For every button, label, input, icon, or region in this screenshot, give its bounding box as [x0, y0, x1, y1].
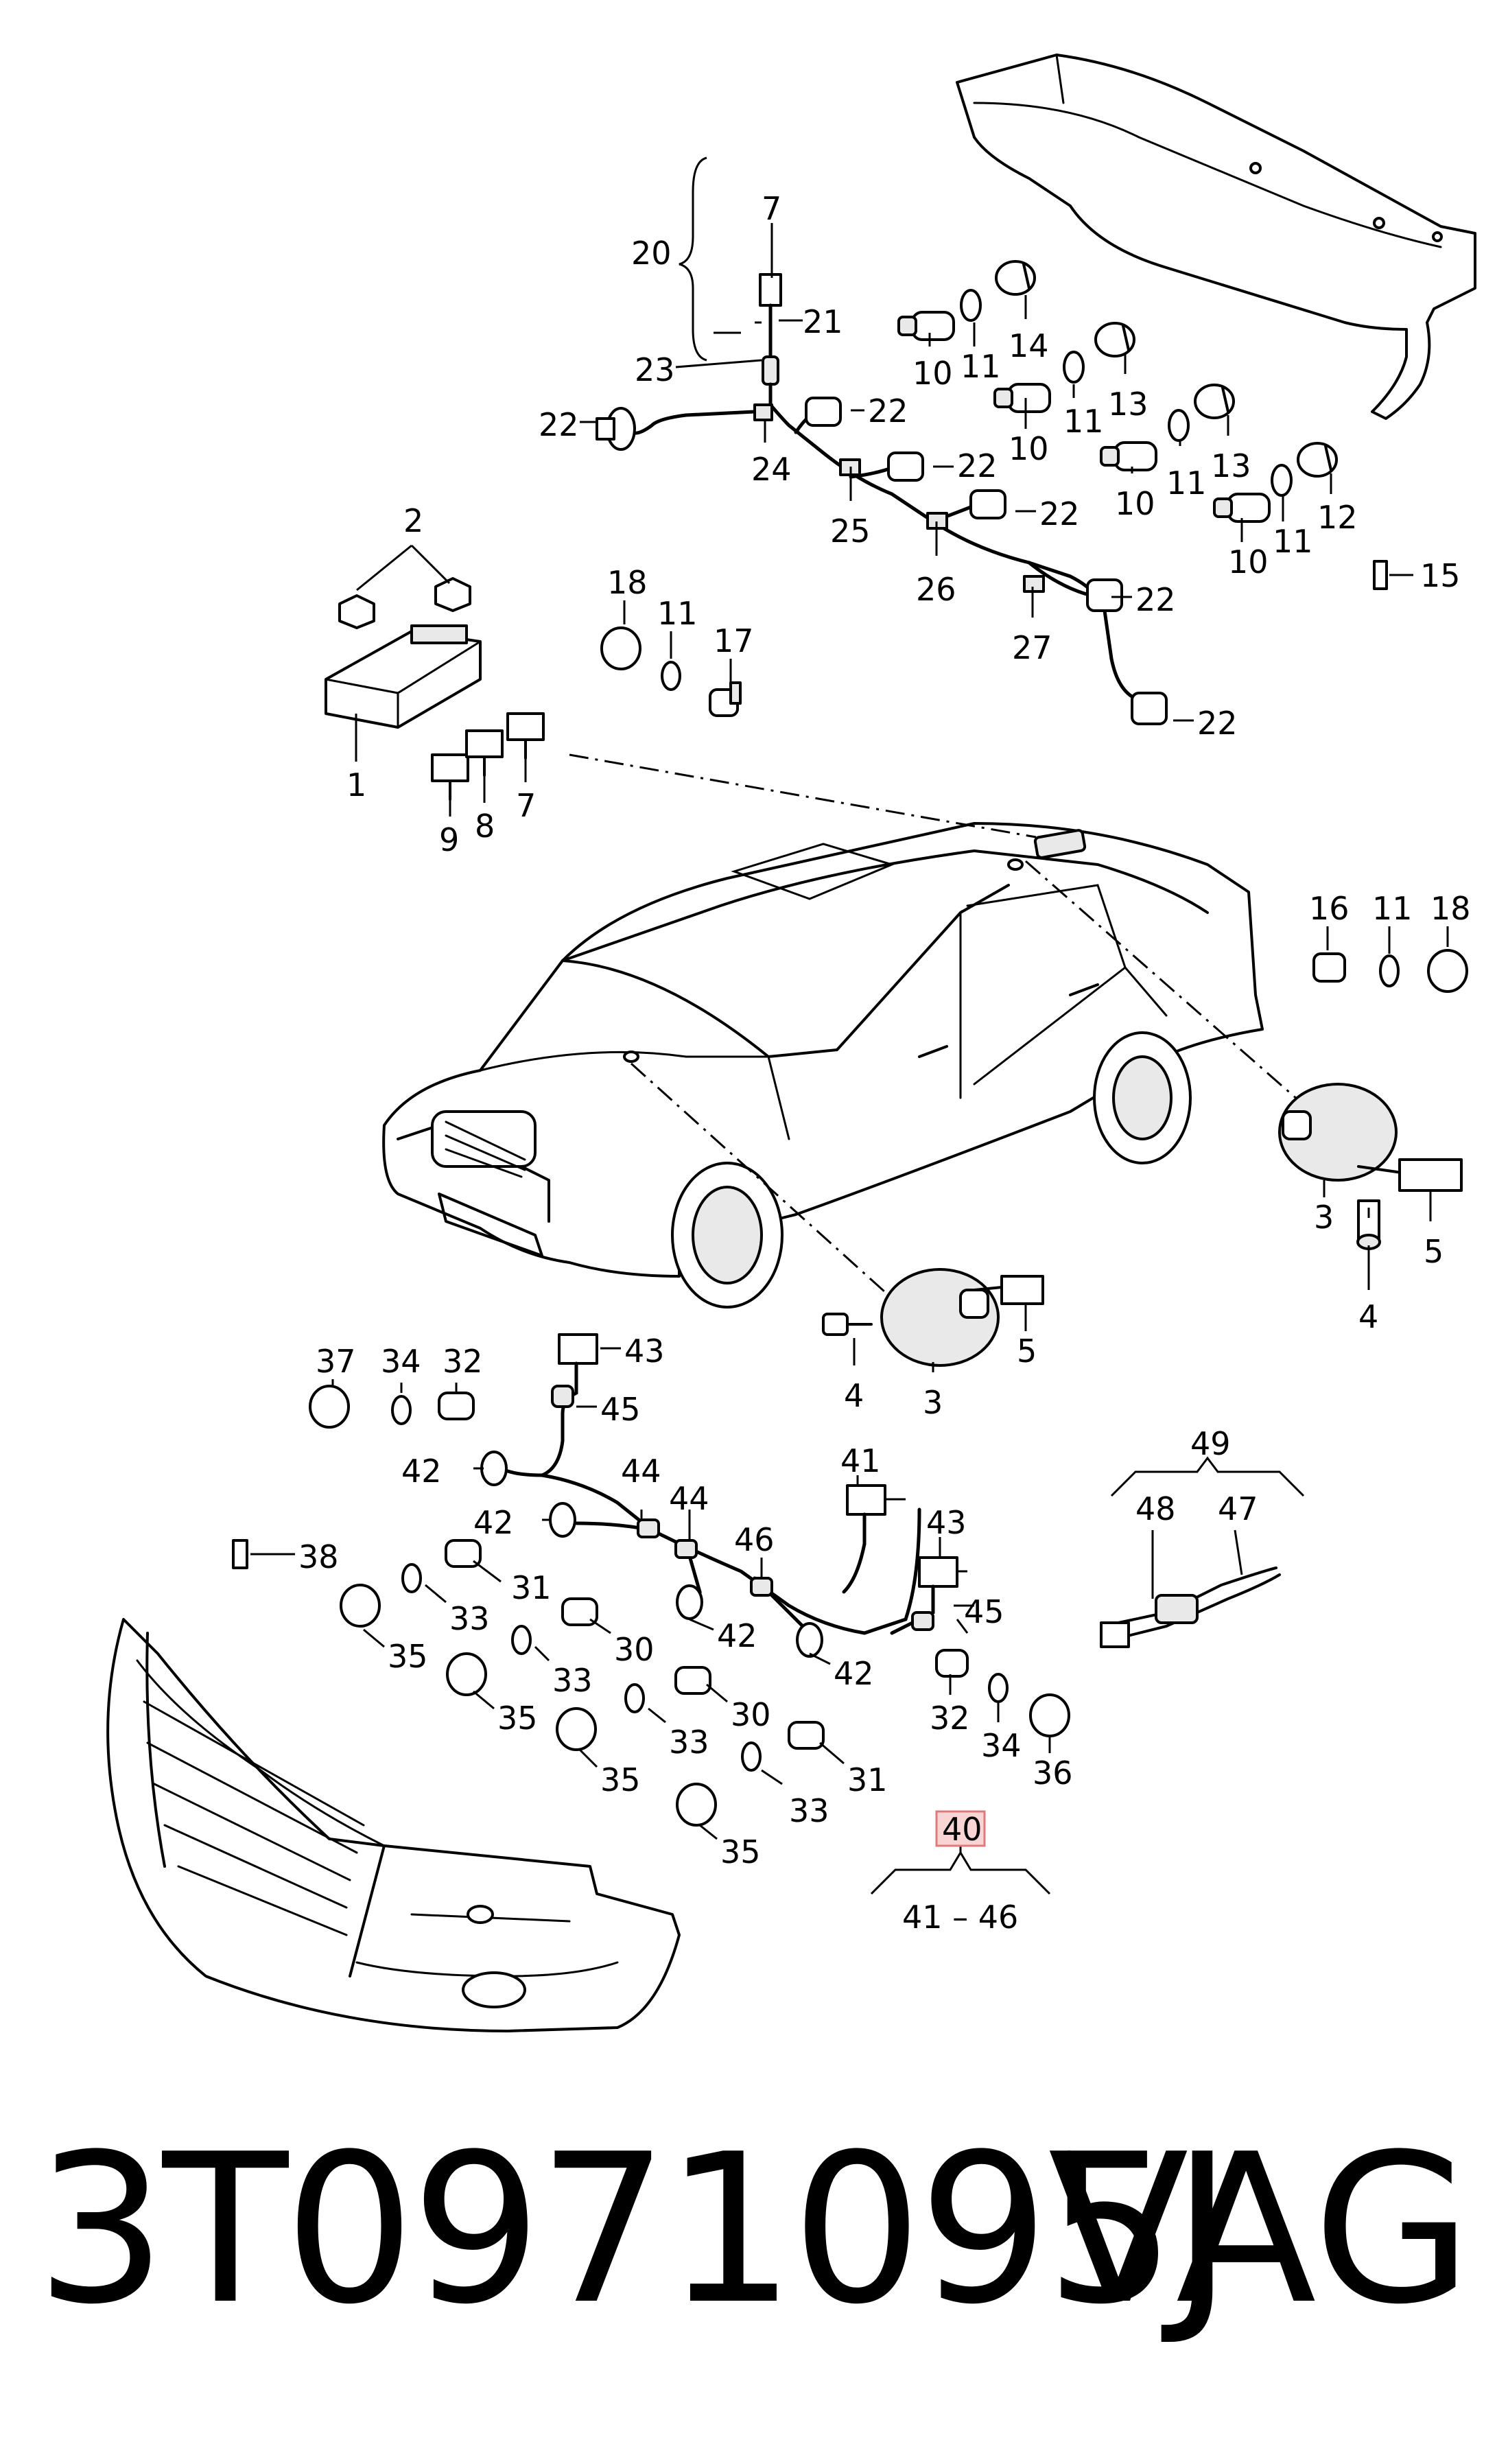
callout-31: 31: [847, 1761, 888, 1798]
callout-41: 41: [840, 1442, 881, 1479]
callout-12: 12: [1317, 499, 1358, 536]
callout-34: 34: [381, 1343, 421, 1380]
callout-7: 7: [762, 190, 781, 227]
callout-16: 16: [1309, 890, 1350, 927]
callout-40: 40: [942, 1811, 982, 1848]
callout-5: 5: [1424, 1233, 1444, 1270]
callout-47: 47: [1218, 1490, 1258, 1527]
callout-18: 18: [1430, 890, 1471, 927]
callout-25: 25: [830, 513, 871, 550]
callout-11: 11: [1063, 403, 1104, 440]
callout-3: 3: [923, 1384, 943, 1421]
callout-32: 32: [443, 1343, 483, 1380]
callout-11: 11: [657, 595, 698, 632]
callout-5: 5: [1017, 1333, 1037, 1370]
callout-3: 3: [1314, 1199, 1334, 1236]
callout-4: 4: [1358, 1298, 1378, 1335]
callout-22: 22: [957, 447, 998, 484]
callout-42: 42: [834, 1655, 874, 1692]
callout-22: 22: [868, 392, 908, 430]
callout-35: 35: [600, 1761, 641, 1798]
callout-labels: 7 20 21 23 22 24 22 25 22 26 22 27 22 22…: [298, 190, 1471, 1936]
callout-33: 33: [449, 1600, 490, 1637]
callout-9: 9: [439, 821, 459, 858]
callout-10: 10: [912, 355, 953, 392]
callout-33: 33: [552, 1662, 593, 1699]
callout-36: 36: [1033, 1755, 1073, 1792]
front-parking-sensors: [232, 1385, 1070, 1827]
callout-35: 35: [497, 1700, 538, 1737]
callout-11: 11: [1273, 523, 1313, 560]
callout-33: 33: [669, 1724, 709, 1761]
callout-42: 42: [473, 1504, 514, 1541]
warning-buzzer-front: [822, 1268, 1044, 1367]
callout-41-46: 41 – 46: [902, 1899, 1018, 1936]
callout-43: 43: [926, 1504, 967, 1541]
callout-26: 26: [916, 571, 956, 608]
callout-8: 8: [475, 808, 495, 845]
callout-45: 45: [600, 1391, 641, 1428]
rear-bumper: [956, 54, 1476, 420]
callout-4: 4: [844, 1377, 864, 1414]
callout-43: 43: [624, 1333, 665, 1370]
callout-20: 20: [631, 235, 672, 272]
callout-23: 23: [635, 351, 675, 388]
callout-30: 30: [614, 1631, 655, 1668]
rear-wiring-harness: [596, 156, 1168, 725]
callout-37: 37: [316, 1343, 356, 1380]
callout-40-highlight: [935, 1810, 986, 1847]
part-number: 3T0971095J: [36, 2110, 1233, 2349]
callout-11: 11: [1166, 465, 1207, 502]
callout-35: 35: [388, 1638, 428, 1675]
callout-11: 11: [1372, 890, 1413, 927]
callout-35: 35: [720, 1833, 761, 1870]
callout-17: 17: [714, 622, 754, 659]
callout-38: 38: [298, 1538, 339, 1575]
front-wiring-harness: [480, 1333, 958, 1658]
callout-33: 33: [789, 1792, 829, 1829]
callout-2: 2: [403, 502, 423, 539]
callout-27: 27: [1012, 629, 1052, 666]
callout-1: 1: [346, 766, 366, 803]
callout-34: 34: [981, 1727, 1022, 1764]
warning-buzzer-rear: [1278, 1083, 1463, 1250]
leader-lines: [569, 753, 1304, 1312]
callout-18: 18: [607, 564, 648, 601]
rear-parking-sensors: [897, 260, 1388, 590]
callout-7: 7: [516, 787, 536, 824]
car-body: [382, 822, 1264, 1309]
callout-22: 22: [1039, 495, 1080, 532]
callout-42: 42: [717, 1617, 757, 1654]
callout-32: 32: [930, 1700, 970, 1737]
brand-name: VAG: [1048, 2110, 1472, 2349]
misc-sensor-parts: [600, 626, 1468, 993]
callout-44: 44: [621, 1453, 661, 1490]
callout-48: 48: [1135, 1490, 1176, 1527]
callout-11: 11: [961, 348, 1001, 385]
callout-21: 21: [803, 303, 843, 340]
front-bumper: [106, 1618, 681, 2032]
callout-10: 10: [1009, 430, 1049, 467]
callout-49: 49: [1190, 1425, 1231, 1462]
callout-46: 46: [734, 1521, 775, 1558]
callout-13: 13: [1211, 447, 1251, 484]
callout-22: 22: [1135, 581, 1176, 618]
callout-22: 22: [1197, 705, 1238, 742]
callout-31: 31: [511, 1569, 552, 1606]
callout-14: 14: [1009, 327, 1049, 364]
callout-44: 44: [669, 1480, 709, 1517]
callout-10: 10: [1228, 543, 1269, 580]
callout-24: 24: [751, 451, 792, 488]
callout-22: 22: [539, 406, 579, 443]
callout-leaders: [250, 223, 1449, 1895]
parking-aid-control-unit: [325, 577, 545, 801]
callout-15: 15: [1420, 557, 1461, 594]
callout-10: 10: [1115, 485, 1155, 522]
callout-13: 13: [1108, 386, 1148, 423]
cable-tie: [1100, 1567, 1281, 1648]
callout-30: 30: [731, 1696, 771, 1733]
callout-42: 42: [401, 1453, 442, 1490]
callout-45: 45: [964, 1593, 1004, 1630]
